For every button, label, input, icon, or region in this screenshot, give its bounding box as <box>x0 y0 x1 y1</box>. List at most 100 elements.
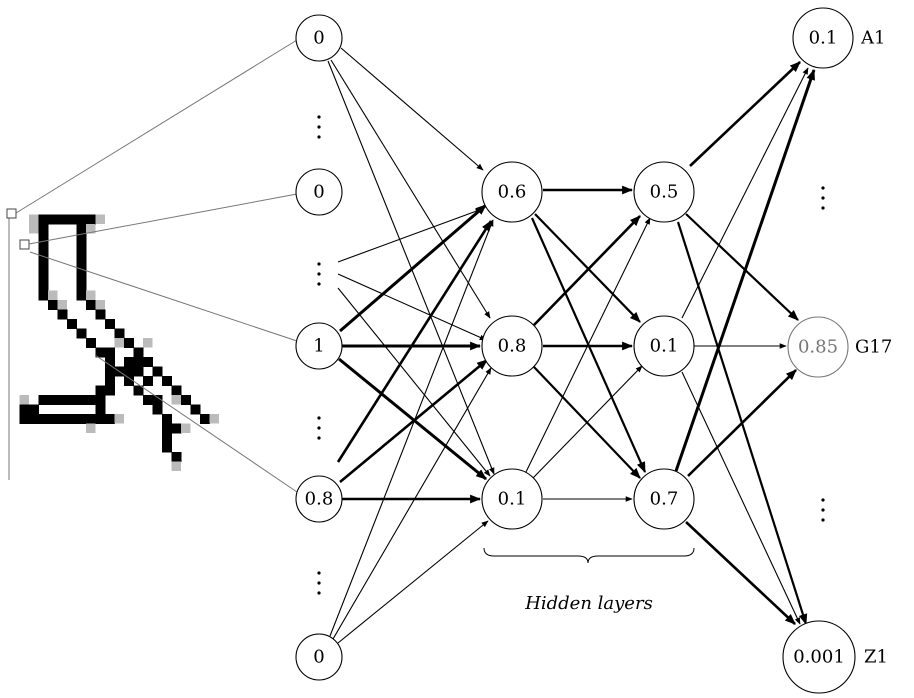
network-edge <box>339 203 487 333</box>
pixel-connector <box>28 193 298 245</box>
glyph-pixel <box>95 347 106 358</box>
glyph-pixel <box>143 376 153 386</box>
input-node-value: 0.8 <box>305 489 334 510</box>
network-edge <box>533 215 641 326</box>
glyph-pixel <box>57 214 68 225</box>
glyph-pixel <box>105 319 115 329</box>
glyph-pixel <box>209 414 219 424</box>
network-edge <box>687 369 797 477</box>
output-node-label: G17 <box>855 337 892 358</box>
glyph-pixel <box>105 385 115 396</box>
glyph-pixel <box>48 290 58 300</box>
input-node: 1 <box>295 322 343 370</box>
glyph-pixel <box>57 414 68 424</box>
glyph-pixel <box>171 395 181 405</box>
glyph-pixel <box>29 214 39 224</box>
ellipsis-dots-group <box>821 186 825 210</box>
glyph-pixel <box>76 252 87 263</box>
glyph-pixel <box>114 338 124 348</box>
glyph-pixel <box>38 281 49 291</box>
glyph-pixel <box>143 357 153 367</box>
hidden-node: 0.5 <box>633 161 695 223</box>
glyph-pixel <box>86 423 96 433</box>
glyph-pixel <box>76 224 87 234</box>
pixel-marker <box>19 239 30 250</box>
glyph-pixel <box>124 357 134 367</box>
hidden-node-value: 0.6 <box>498 182 527 203</box>
glyph-pixel <box>86 224 96 234</box>
glyph-pixel <box>76 233 87 244</box>
input-node-value: 0 <box>313 647 324 668</box>
glyph-pixel <box>86 300 96 310</box>
input-node: 0 <box>295 14 343 62</box>
glyph-pixel <box>105 347 115 358</box>
hidden-node: 0.1 <box>633 315 695 377</box>
glyph-pixel <box>171 452 182 462</box>
glyph-pixel <box>19 404 30 415</box>
glyph-pixel <box>95 300 105 310</box>
output-node-value: 0.1 <box>809 28 838 49</box>
glyph-pixel <box>105 414 115 424</box>
glyph-pixel <box>124 376 134 386</box>
network-edge <box>532 365 643 479</box>
network-edge <box>685 213 799 321</box>
glyph-pixel <box>76 214 87 225</box>
ellipsis-dot <box>317 125 321 129</box>
glyph-pixel <box>152 404 163 415</box>
glyph-pixel <box>38 395 49 405</box>
network-edge <box>330 59 491 319</box>
output-node-label: A1 <box>860 28 885 49</box>
ellipsis-dot <box>317 436 321 440</box>
output-node: 0.001 Z1 <box>782 620 888 694</box>
ellipsis-dots-group <box>317 262 321 286</box>
glyph-pixel <box>105 376 115 386</box>
network-edge <box>525 217 651 473</box>
network-edge <box>338 357 487 481</box>
glyph-pixel <box>38 233 49 244</box>
network-edge <box>337 287 491 477</box>
pixel-connector <box>29 251 298 342</box>
glyph-pixel <box>86 338 96 348</box>
ellipsis-dot <box>317 262 321 266</box>
network-edge <box>534 213 641 323</box>
ellipsis-dot <box>317 416 321 420</box>
network-edge <box>681 371 801 625</box>
hidden-node-value: 0.5 <box>650 182 679 203</box>
network-edge <box>332 367 492 640</box>
output-node-value: 0.001 <box>793 647 845 668</box>
glyph-pixel <box>162 414 172 424</box>
network-edge <box>329 219 494 637</box>
glyph-pixel <box>95 214 105 224</box>
glyph-pixel <box>133 347 144 358</box>
glyph-pixel <box>76 328 87 339</box>
ellipsis-dots <box>317 115 825 595</box>
ellipsis-dot <box>821 498 825 502</box>
glyph-pixel <box>57 300 67 310</box>
ellipsis-dot <box>821 196 825 200</box>
glyph-pixel <box>181 395 191 405</box>
glyph-pixel <box>38 252 49 263</box>
glyph-pixel <box>76 290 87 301</box>
glyph-pixel <box>76 262 87 272</box>
input-node-value: 0 <box>313 182 324 203</box>
glyph-pixel <box>105 366 115 377</box>
glyph-pixel <box>48 414 58 424</box>
network-edge <box>674 68 816 472</box>
output-node: 0.85 G17 <box>787 316 892 378</box>
glyph-pixel <box>152 366 163 377</box>
network-edge <box>337 208 483 263</box>
glyph-pixel <box>57 309 68 320</box>
output-node-value: 0.85 <box>798 337 838 358</box>
network-edge <box>340 47 484 171</box>
glyph-pixel <box>181 423 191 433</box>
ellipsis-dots-group <box>317 416 321 440</box>
hidden-node-value: 0.1 <box>650 336 679 357</box>
hidden-node: 0.1 <box>481 468 543 530</box>
glyph-pixel <box>38 224 49 234</box>
input-node-value: 0 <box>313 28 324 49</box>
hidden-node: 0.7 <box>633 468 695 530</box>
glyph-pixel <box>29 224 39 234</box>
glyph-pixel <box>162 433 172 443</box>
glyph-pixel <box>57 395 68 405</box>
